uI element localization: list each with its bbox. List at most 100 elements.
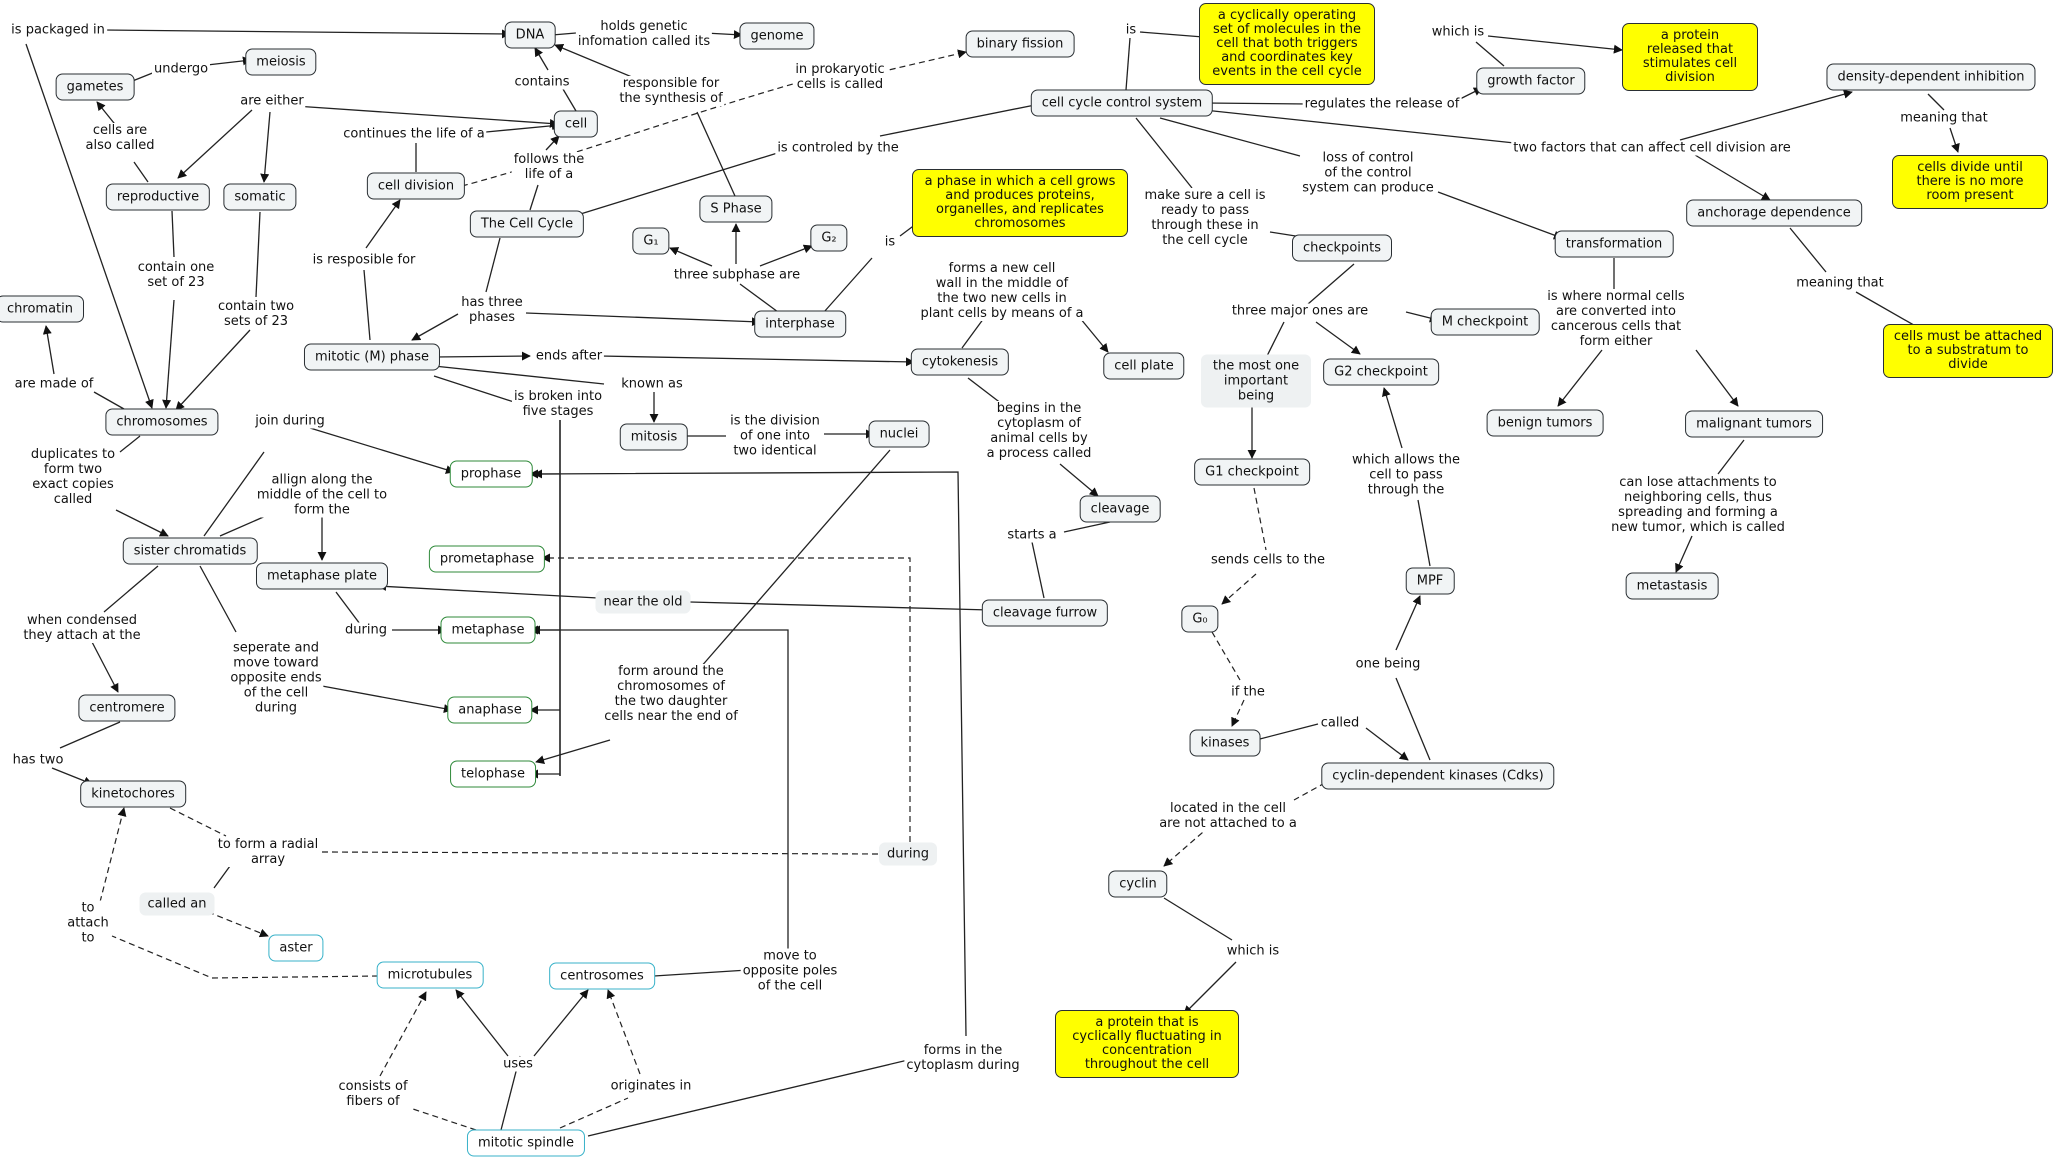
node-mitotic-phase[interactable]: mitotic (M) phase <box>303 343 441 371</box>
node-mpf[interactable]: MPF <box>1405 567 1455 595</box>
node-anchorage-definition[interactable]: cells must be attached to a substratum t… <box>1883 324 2053 378</box>
node-chromosomes[interactable]: chromosomes <box>105 408 219 436</box>
label-located-in-cell: located in the cell are not attached to … <box>1157 801 1299 831</box>
label-normal-cells: is where normal cells are converted into… <box>1545 289 1687 349</box>
edge-move-to-metaphase <box>531 625 789 950</box>
node-metastasis[interactable]: metastasis <box>1625 572 1719 600</box>
node-binary-fission[interactable]: binary fission <box>965 30 1075 58</box>
node-cytokenesis[interactable]: cytokenesis <box>910 348 1010 376</box>
edge-cccs-to-twofactors <box>1203 109 1525 145</box>
node-cleavage[interactable]: cleavage <box>1079 495 1161 523</box>
node-kinases[interactable]: kinases <box>1189 729 1261 757</box>
edge-responsible-to-dna <box>554 43 645 83</box>
label-is-top: is <box>1123 22 1139 38</box>
edge-formscyto-to-prophase <box>533 469 967 1037</box>
node-chromatin[interactable]: chromatin <box>0 295 84 323</box>
edge-meaning1-to-ddidef <box>1949 127 1960 153</box>
node-checkpoints[interactable]: checkpoints <box>1292 234 1392 262</box>
node-telophase[interactable]: telophase <box>450 760 536 788</box>
node-benign-tumors[interactable]: benign tumors <box>1486 409 1604 437</box>
label-continues-life: continues the life of a <box>341 126 487 142</box>
edge-mitotic-to-endsafter <box>433 351 531 361</box>
node-transformation[interactable]: transformation <box>1554 230 1674 258</box>
node-genome[interactable]: genome <box>739 22 815 50</box>
node-malignant-tumors[interactable]: malignant tumors <box>1685 410 1823 438</box>
node-gametes[interactable]: gametes <box>55 73 135 101</box>
label-is-packaged-in: is packaged in <box>9 22 107 38</box>
node-g2-checkpoint[interactable]: G2 checkpoint <box>1323 358 1439 386</box>
edge-contains-to-dna <box>534 47 549 71</box>
label-can-lose-attachments: can lose attachments to neighboring cell… <box>1609 475 1787 535</box>
node-g1[interactable]: G₁ <box>632 227 670 255</box>
node-prophase[interactable]: prophase <box>449 460 533 488</box>
node-called-an[interactable]: called an <box>139 892 215 916</box>
node-centromere[interactable]: centromere <box>78 694 176 722</box>
node-cleavage-furrow[interactable]: cleavage furrow <box>981 599 1109 627</box>
node-anchorage-dependence[interactable]: anchorage dependence <box>1686 199 1862 227</box>
node-near-the-old[interactable]: near the old <box>595 590 691 614</box>
node-mitosis[interactable]: mitosis <box>619 423 689 451</box>
node-prometaphase[interactable]: prometaphase <box>428 545 546 573</box>
node-cell-division[interactable]: cell division <box>366 172 466 200</box>
edge-nearold-to-metaphaseplate <box>377 581 599 599</box>
node-nuclei[interactable]: nuclei <box>868 420 930 448</box>
node-ddi-definition[interactable]: cells divide until there is no more room… <box>1892 155 2048 209</box>
edge-twofactors-to-ddi <box>1679 89 1853 141</box>
node-metaphase-plate[interactable]: metaphase plate <box>255 562 389 590</box>
label-uses: uses <box>501 1056 535 1072</box>
edge-during-to-prometaphase <box>541 553 911 842</box>
edge-sisters-to-condensed <box>103 565 159 613</box>
edge-mitotic-to-isresp <box>363 269 371 341</box>
node-cyclin-definition[interactable]: a protein that is cyclically fluctuating… <box>1055 1010 1239 1078</box>
node-g2[interactable]: G₂ <box>810 224 848 252</box>
node-cell-plate[interactable]: cell plate <box>1103 352 1185 380</box>
edge-seperate-to-anaphase <box>321 685 453 713</box>
node-microtubules[interactable]: microtubules <box>376 961 484 989</box>
edge-sends-to-g0 <box>1221 573 1257 605</box>
edge-mitotic-to-knownas <box>433 365 605 385</box>
node-g0[interactable]: G₀ <box>1181 605 1219 633</box>
node-dna[interactable]: DNA <box>504 21 556 49</box>
node-cell-cycle-control-system[interactable]: cell cycle control system <box>1030 89 1214 117</box>
node-during[interactable]: during <box>879 842 937 866</box>
node-kinetochores[interactable]: kinetochores <box>80 780 186 808</box>
node-centrosomes[interactable]: centrosomes <box>549 962 655 990</box>
label-contain-two-sets: contain two sets of 23 <box>215 299 297 329</box>
label-division-of-one: is the division of one into two identica… <box>728 413 822 459</box>
node-growth-factor-definition[interactable]: a protein released that stimulates cell … <box>1622 23 1758 91</box>
node-growth-factor[interactable]: growth factor <box>1476 67 1586 95</box>
node-s-phase[interactable]: S Phase <box>699 195 773 223</box>
edge-ifthe-to-kinases <box>1231 699 1245 727</box>
node-g1-checkpoint[interactable]: G1 checkpoint <box>1194 458 1310 486</box>
node-mitotic-spindle[interactable]: mitotic spindle <box>466 1129 586 1157</box>
node-m-checkpoint[interactable]: M checkpoint <box>1430 308 1540 336</box>
node-somatic[interactable]: somatic <box>223 183 297 211</box>
label-begins-in-cytoplasm: begins in the cytoplasm of animal cells … <box>984 401 1094 461</box>
node-cycle-control-definition[interactable]: a cyclically operating set of molecules … <box>1199 3 1375 85</box>
label-meaning-that-2: meaning that <box>1794 275 1886 291</box>
node-anaphase[interactable]: anaphase <box>447 696 533 724</box>
node-metaphase[interactable]: metaphase <box>440 616 536 644</box>
node-cyclin[interactable]: cyclin <box>1108 870 1168 898</box>
node-most-important[interactable]: the most one important being <box>1201 354 1311 408</box>
edge-cccs-to-is <box>1125 37 1131 91</box>
node-interphase-definition[interactable]: a phase in which a cell grows and produc… <box>912 169 1128 237</box>
node-aster[interactable]: aster <box>268 934 324 962</box>
node-cell[interactable]: cell <box>553 110 599 138</box>
edge-whichallows-to-g2checkpoint <box>1382 387 1403 449</box>
edge-mpf-to-whichallows <box>1417 499 1431 567</box>
edge-onebeing-to-mpf <box>1395 595 1421 651</box>
node-reproductive[interactable]: reproductive <box>105 183 211 211</box>
edge-cellcycle-to-follows <box>529 184 539 211</box>
node-sister-chromatids[interactable]: sister chromatids <box>122 537 258 565</box>
edge-whichis-to-gfdef <box>1487 35 1623 54</box>
node-meiosis[interactable]: meiosis <box>245 48 317 76</box>
node-the-cell-cycle[interactable]: The Cell Cycle <box>469 210 585 238</box>
node-density-dependent-inhibition[interactable]: density-dependent inhibition <box>1826 63 2036 91</box>
node-interphase[interactable]: interphase <box>754 310 846 338</box>
node-cdks[interactable]: cyclin-dependent kinases (Cdks) <box>1321 762 1555 790</box>
edge-originates-to-centrosomes <box>606 989 641 1075</box>
edge-cytokenesis-to-begins <box>967 377 1003 405</box>
edge-reproductive-to-alsocalled <box>133 161 149 183</box>
